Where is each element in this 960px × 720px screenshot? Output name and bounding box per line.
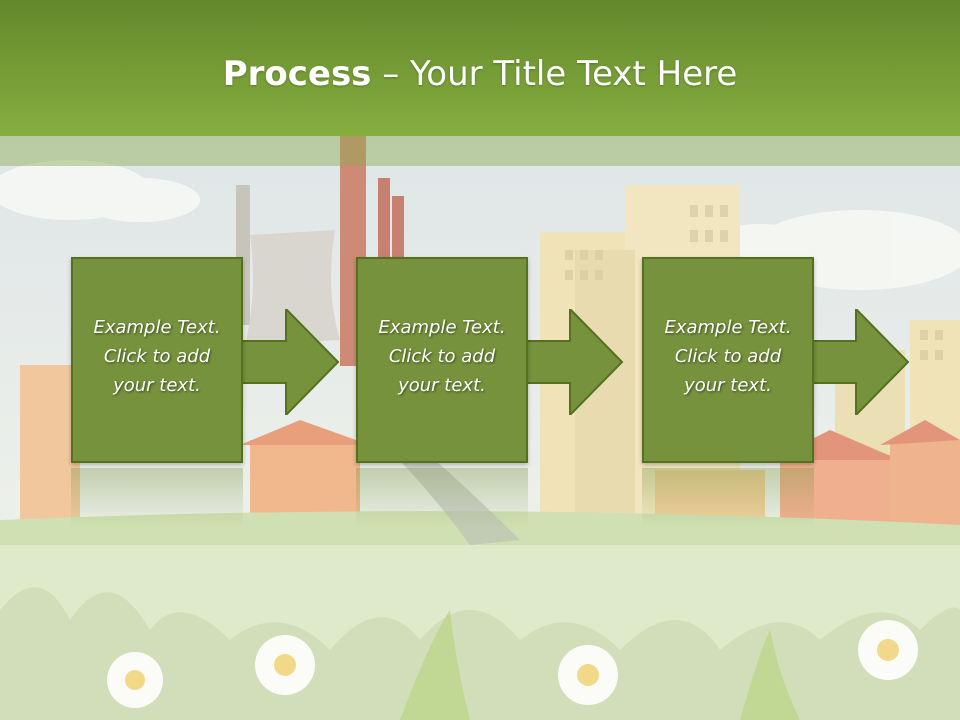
step-1-text[interactable]: Example Text. Click to add your text. (73, 313, 241, 400)
title-bold-text: Process (222, 54, 372, 94)
process-step-3[interactable]: Example Text. Click to add your text. (642, 257, 814, 463)
daisy-flowers (107, 620, 918, 708)
step-text-line: your text. (113, 375, 201, 396)
step-text-line: Example Text. (93, 317, 221, 338)
building-windows (565, 205, 943, 360)
process-step-1[interactable]: Example Text. Click to add your text. (71, 257, 243, 463)
header-band (0, 136, 960, 166)
process-step-2[interactable]: Example Text. Click to add your text. (356, 257, 528, 463)
title-rest-text: – Your Title Text Here (371, 54, 738, 94)
step-3-text[interactable]: Example Text. Click to add your text. (644, 313, 812, 400)
arrow-right-icon (520, 309, 624, 415)
step-text-line: your text. (398, 375, 486, 396)
step-text-line: your text. (684, 375, 772, 396)
step-1-reflection (71, 468, 243, 528)
step-3-reflection (642, 468, 814, 528)
step-2-reflection (356, 468, 528, 528)
title-bar: Process – Your Title Text Here (0, 0, 960, 136)
step-text-line: Click to add (674, 346, 782, 367)
step-text-line: Click to add (388, 346, 496, 367)
step-text-line: Example Text. (664, 317, 792, 338)
arrow-right-icon (236, 309, 340, 415)
slide-title[interactable]: Process – Your Title Text Here (0, 52, 960, 96)
step-text-line: Example Text. (378, 317, 506, 338)
step-text-line: Click to add (103, 346, 211, 367)
arrow-right-icon (806, 309, 910, 415)
step-2-text[interactable]: Example Text. Click to add your text. (358, 313, 526, 400)
